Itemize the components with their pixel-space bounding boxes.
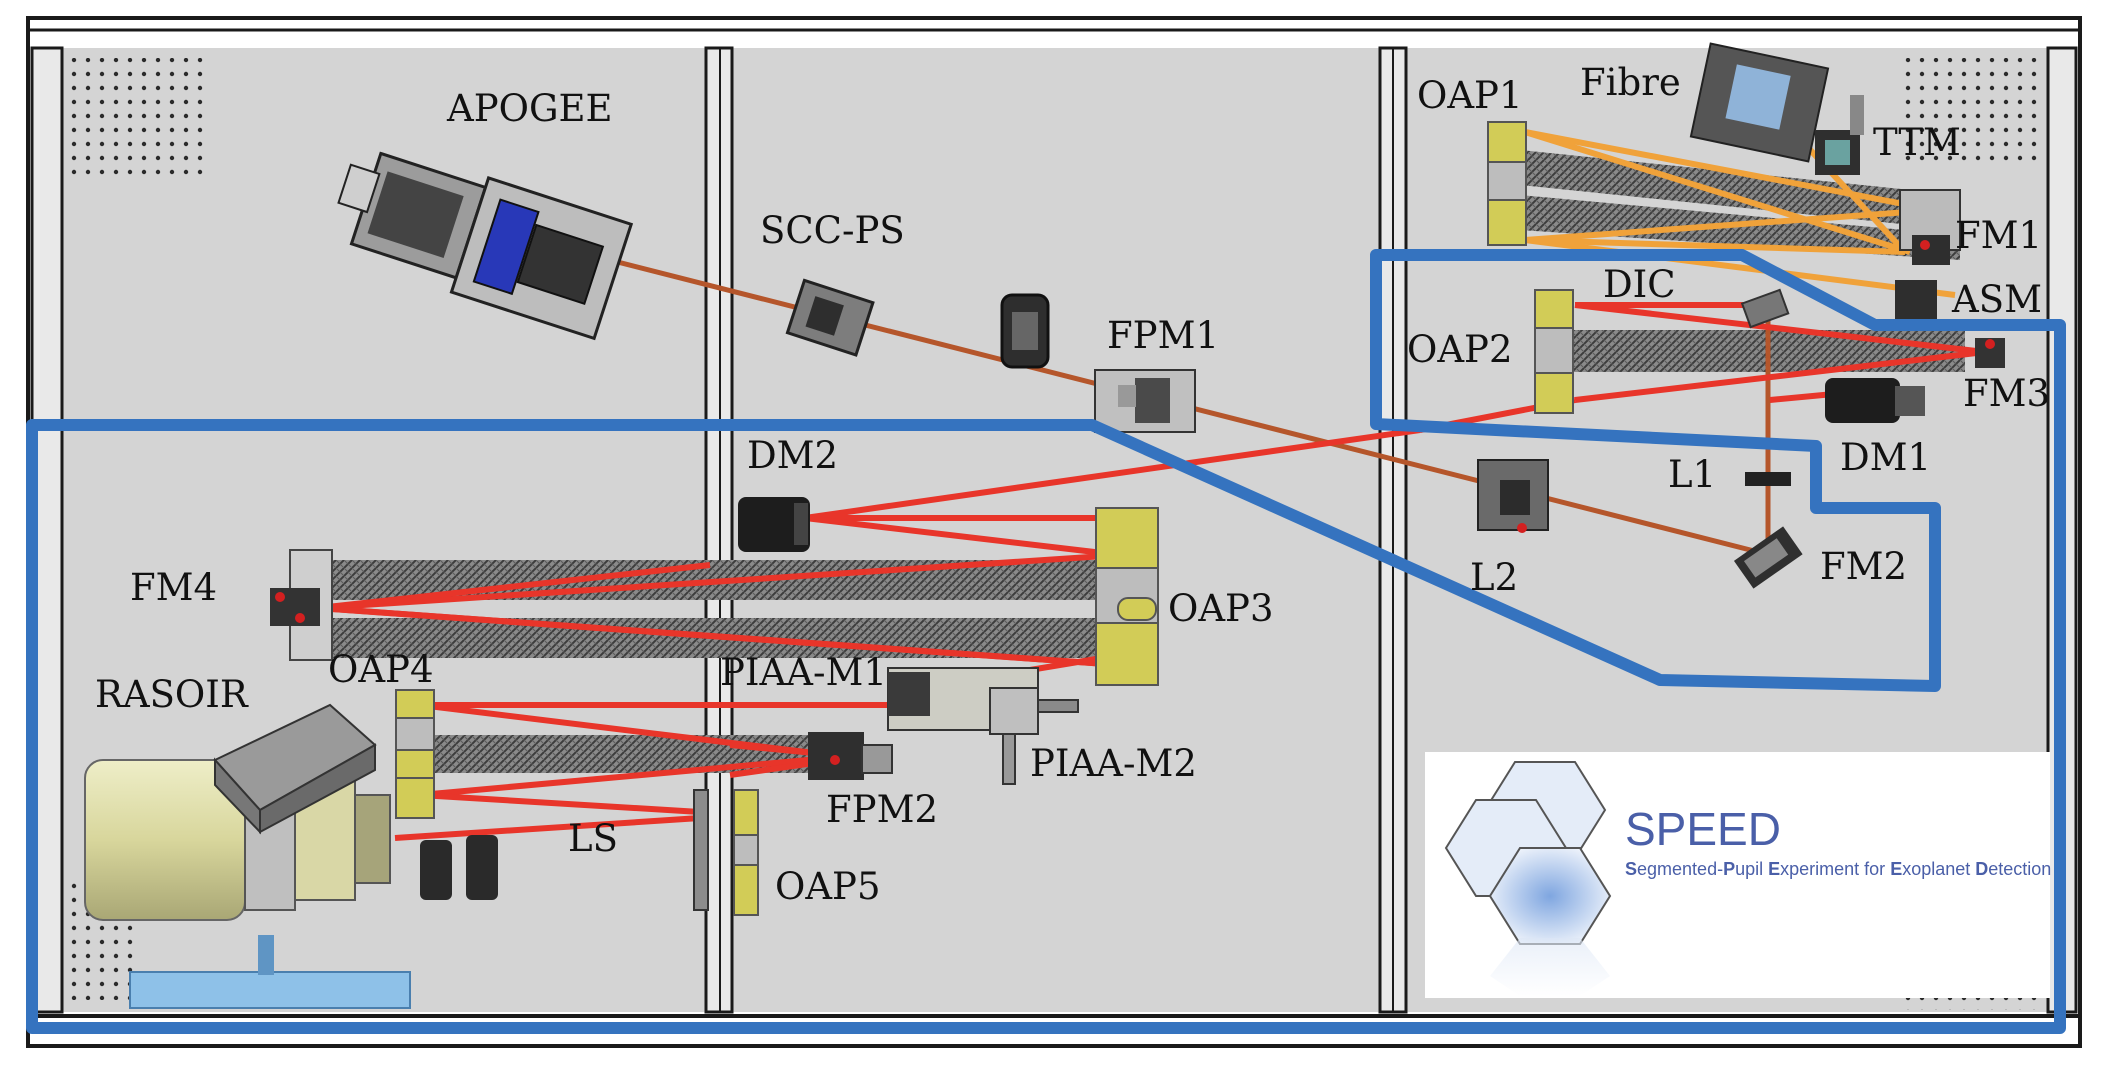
fm3-mount	[1975, 338, 2005, 368]
label-oap4: OAP4	[328, 648, 434, 691]
logo-title: SPEED	[1625, 803, 1781, 855]
fpm2-mount	[808, 732, 893, 780]
label-fm3: FM3	[1963, 372, 2050, 415]
label-fibre: Fibre	[1580, 61, 1681, 104]
label-dm2: DM2	[747, 434, 838, 477]
mounting-holes	[1905, 58, 2045, 168]
highlight-outline	[26, 249, 2066, 1034]
label-rasoir: RASOIR	[95, 673, 249, 716]
dm2-mirror	[738, 497, 810, 552]
label-fm1: FM1	[1955, 214, 2042, 257]
label-fm4: FM4	[130, 566, 217, 609]
fm4-mount	[270, 549, 333, 661]
label-piaa-m2: PIAA-M2	[1030, 742, 1197, 785]
l2-lens	[1477, 459, 1549, 533]
label-scc-ps: SCC-PS	[760, 209, 905, 252]
oap1-mirror	[1487, 121, 1527, 246]
label-ttm: TTM	[1873, 121, 1961, 164]
rasoir-camera	[84, 703, 411, 1009]
label-apogee: APOGEE	[446, 87, 613, 130]
dm1-mirror	[1825, 378, 1925, 423]
label-l1: L1	[1668, 453, 1716, 496]
label-piaa-m1: PIAA-M1	[720, 651, 887, 694]
hexagon-cluster	[1444, 761, 1612, 996]
oap4-mirror	[395, 689, 435, 819]
label-l2: L2	[1470, 556, 1518, 599]
label-ls: LS	[568, 817, 618, 860]
fm2-mount	[1733, 526, 1803, 589]
dic-mount	[1740, 288, 1790, 329]
label-fpm2: FPM2	[826, 788, 938, 831]
apogee-camera	[337, 151, 634, 341]
label-fm2: FM2	[1820, 545, 1907, 588]
label-oap2: OAP2	[1407, 328, 1513, 371]
mount-unit	[1000, 293, 1050, 369]
component-labels: APOGEE SCC-PS FPM1 DM2 FM4 OAP3 RASOIR O…	[95, 61, 2050, 908]
oap5-mirror	[693, 789, 759, 916]
label-oap3: OAP3	[1168, 587, 1274, 630]
label-asm: ASM	[1951, 278, 2042, 321]
label-dic: DIC	[1603, 263, 1676, 306]
ttm-mount	[1815, 95, 1864, 175]
speed-logo: SPEED Segmented-Pupil Experiment for Exo…	[1425, 752, 2051, 998]
scc-ps-mount	[785, 278, 875, 357]
fpm1-mount	[1094, 369, 1196, 433]
oap2-mirror	[1534, 289, 1574, 414]
fm1-mount	[1895, 189, 1961, 320]
label-oap5: OAP5	[775, 865, 881, 908]
mounting-holes	[70, 58, 210, 178]
piaa-assembly	[887, 667, 1079, 785]
mount-unit	[420, 835, 498, 900]
label-dm1: DM1	[1840, 436, 1931, 479]
oap3-mirror	[1095, 507, 1159, 686]
components	[84, 42, 2005, 1009]
fibre-unit	[1689, 42, 1830, 163]
label-oap1: OAP1	[1417, 74, 1523, 117]
l1-lens	[1745, 472, 1791, 486]
logo-subtitle: Segmented-Pupil Experiment for Exoplanet…	[1625, 859, 2051, 879]
label-fpm1: FPM1	[1107, 314, 1219, 357]
beam-red	[317, 302, 1986, 841]
